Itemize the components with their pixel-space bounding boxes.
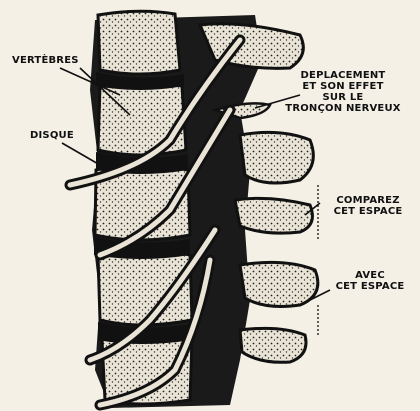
label-avec: AVEC CET ESPACE (322, 270, 418, 292)
label-avec-line1: AVEC (322, 270, 418, 281)
label-deplacement-line3: SUR LE (268, 92, 418, 103)
label-avec-line2: CET ESPACE (322, 281, 418, 292)
label-deplacement-line2: ET SON EFFET (268, 81, 418, 92)
label-deplacement: DEPLACEMENT ET SON EFFET SUR LE TRONÇON … (268, 70, 418, 114)
label-vertebres: VERTÈBRES (12, 55, 79, 66)
label-deplacement-line1: DEPLACEMENT (268, 70, 418, 81)
label-deplacement-line4: TRONÇON NERVEUX (268, 103, 418, 114)
label-comparez-line2: CET ESPACE (318, 206, 418, 217)
label-comparez: COMPAREZ CET ESPACE (318, 195, 418, 217)
label-disque: DISQUE (30, 130, 74, 141)
label-comparez-line1: COMPAREZ (318, 195, 418, 206)
